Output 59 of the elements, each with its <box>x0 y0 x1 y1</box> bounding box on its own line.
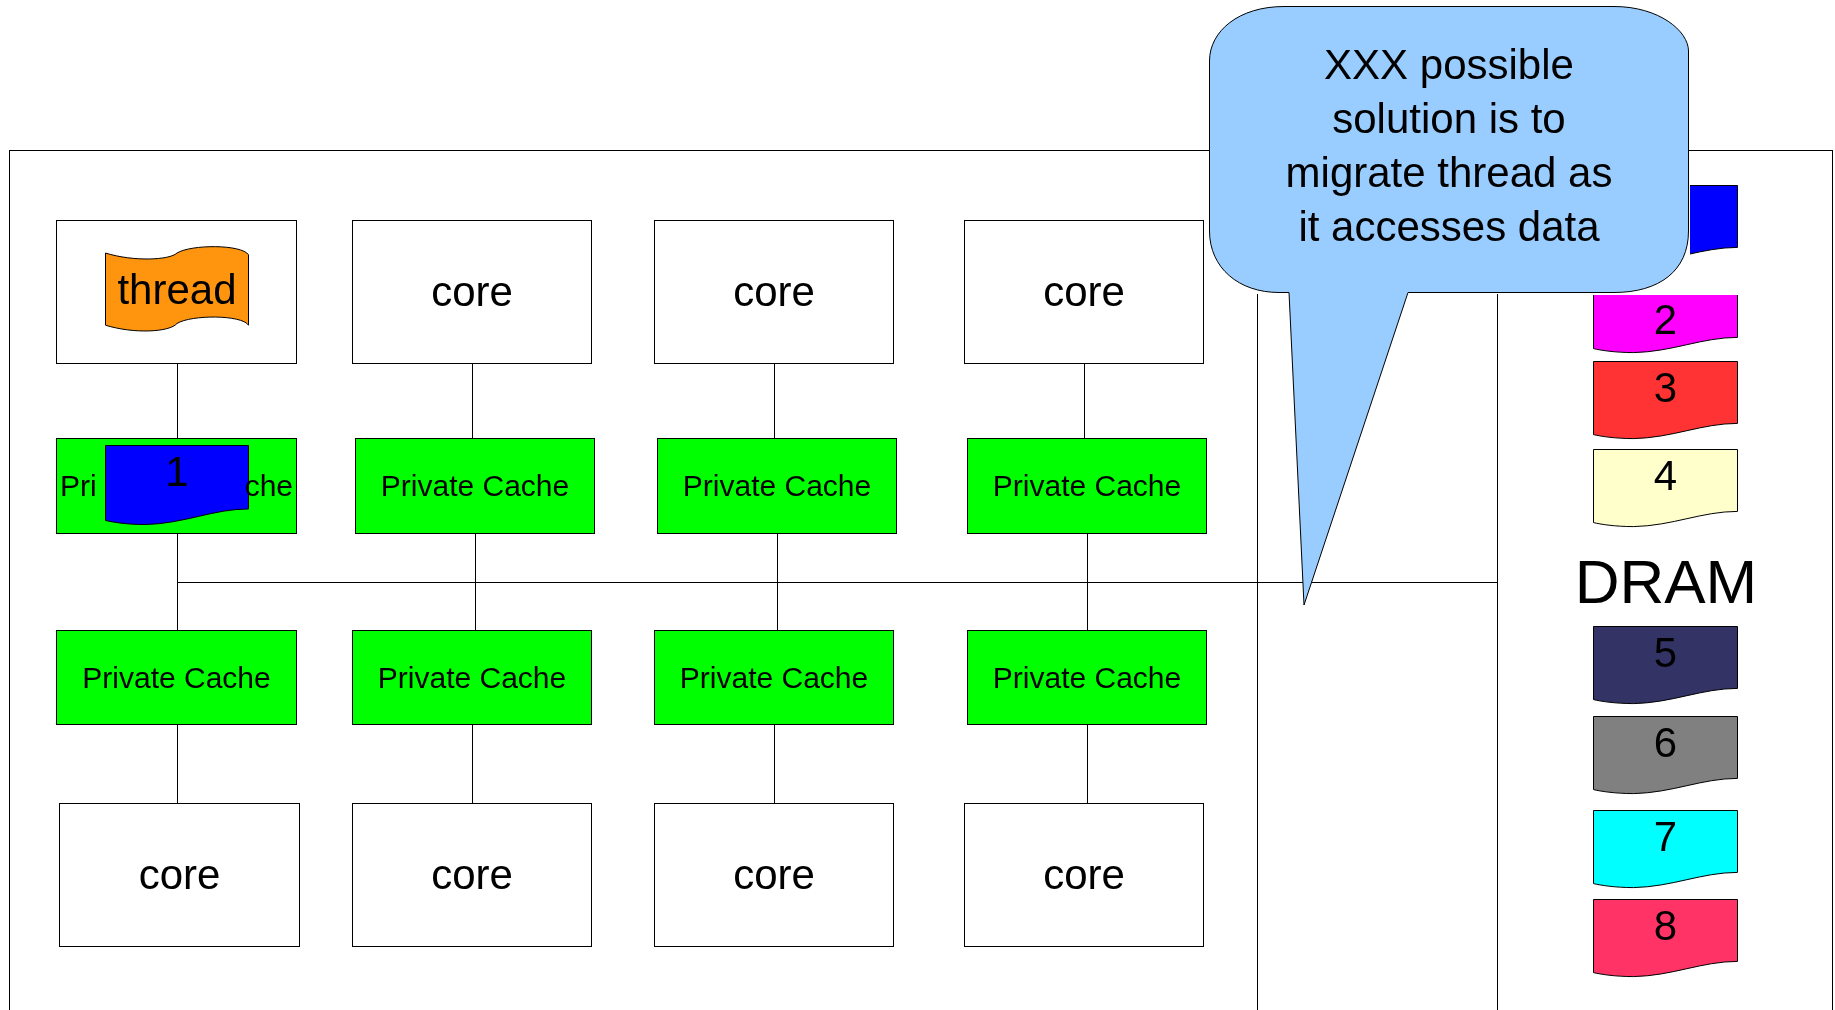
data-block <box>1593 626 1738 706</box>
block-number: 6 <box>1653 718 1678 768</box>
block-number: 7 <box>1653 812 1678 862</box>
box-label: Private Cache <box>377 660 567 695</box>
box-label: Private Cache <box>992 660 1182 695</box>
connector-line <box>774 363 775 439</box>
data-block <box>1593 810 1738 890</box>
component-box <box>352 220 592 364</box>
box-label: Private Cache <box>380 469 570 503</box>
connector-line <box>472 363 473 439</box>
component-box <box>56 630 297 725</box>
component-box <box>967 438 1207 534</box>
box-label: core <box>138 851 221 899</box>
box-label: core <box>733 268 815 316</box>
data-block <box>1593 899 1738 979</box>
box-label: core <box>1043 851 1125 899</box>
box-label: Private Cache <box>992 469 1182 503</box>
component-box <box>352 630 592 725</box>
data-block <box>1593 361 1738 441</box>
component-box <box>352 803 592 947</box>
connector-line <box>1084 363 1085 439</box>
connector-line <box>1087 724 1088 804</box>
box-label: Private Cache <box>679 660 869 695</box>
component-box <box>654 220 894 364</box>
connector-line <box>177 724 178 804</box>
component-box <box>654 630 894 725</box>
block-number: 3 <box>1653 363 1678 413</box>
component-box <box>657 438 897 534</box>
connector-line <box>774 724 775 804</box>
block-number: 8 <box>1653 901 1678 951</box>
block-number: 2 <box>1653 295 1678 345</box>
component-box <box>59 803 300 947</box>
chip-frame <box>9 150 1833 1010</box>
connector-line <box>472 724 473 804</box>
box-label: Private Cache <box>82 660 271 695</box>
data-block <box>1593 716 1738 796</box>
thread-banner <box>105 246 249 334</box>
data-block <box>1593 295 1738 355</box>
box-label: Pri <box>60 469 97 503</box>
connector-line <box>177 363 178 439</box>
callout-text: XXX possible solution is to migrate thread as it accesses data <box>1284 40 1614 252</box>
box-label: core <box>1043 268 1125 316</box>
component-box <box>355 438 595 534</box>
component-box <box>964 220 1204 364</box>
block-number: 1 <box>165 447 189 497</box>
box-label: Private Cache <box>682 469 872 503</box>
component-box <box>964 803 1204 947</box>
component-box <box>967 630 1207 725</box>
component-box <box>654 803 894 947</box>
block-number: 5 <box>1653 628 1678 678</box>
box-label: core <box>431 851 513 899</box>
box-label: core <box>733 851 815 899</box>
dram-label: DRAM <box>1573 546 1759 618</box>
thread-label: thread <box>117 266 237 314</box>
component-box <box>56 220 297 364</box>
component-box <box>56 438 297 534</box>
box-label: core <box>431 268 513 316</box>
block-number: 4 <box>1653 451 1678 501</box>
data-block <box>1593 449 1738 529</box>
